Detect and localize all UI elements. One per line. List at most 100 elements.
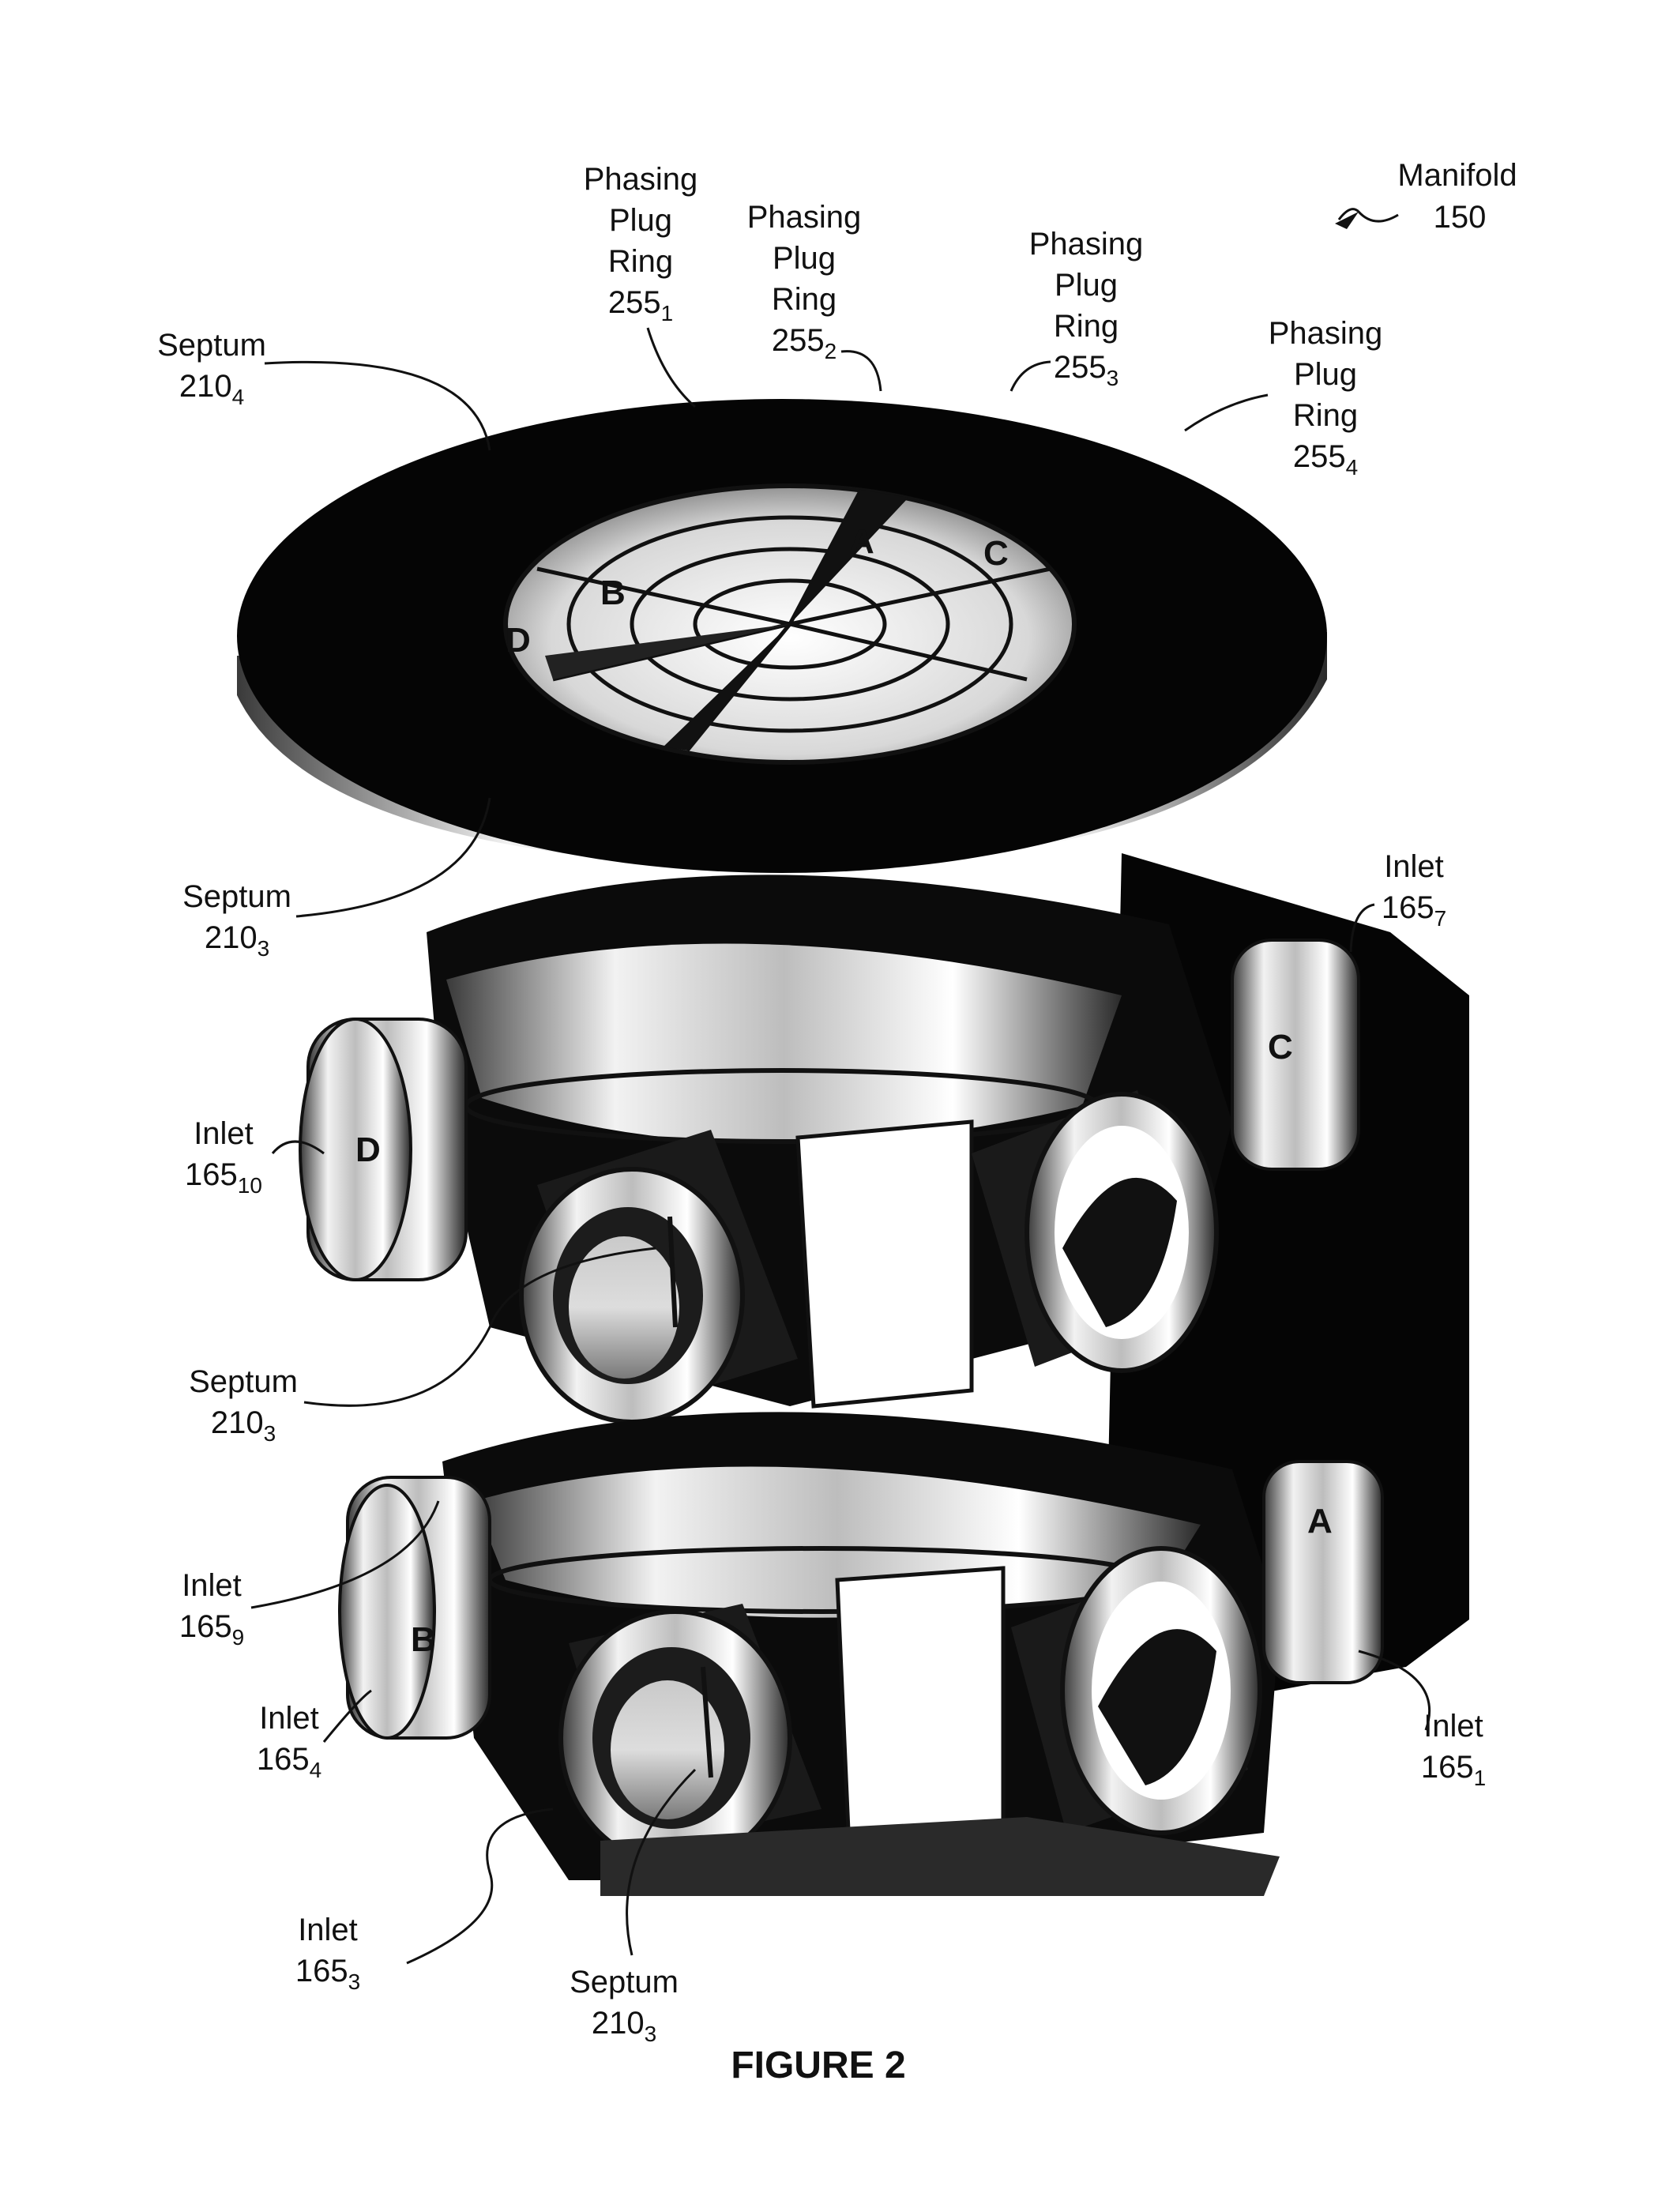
svg-text:Inlet: Inlet [298,1913,358,1947]
svg-text:Septum: Septum [189,1364,298,1399]
phase-letter-a: A [849,522,874,561]
phase-letter-b: B [600,574,626,612]
upper-center-block [795,1119,974,1409]
upper-left-tube [519,1130,798,1424]
svg-text:1659: 1659 [179,1609,244,1650]
svg-text:2554: 2554 [1293,439,1358,480]
lower-left-tube [558,1604,821,1867]
label-septum-3-upper: Septum 2103 [182,879,291,961]
port-c: C [1231,939,1360,1171]
svg-text:Ring: Ring [772,282,837,317]
septum-lower-blade [701,1666,713,1778]
svg-text:Ring: Ring [608,244,673,279]
leader-septum-4 [264,360,491,451]
label-manifold-word: Manifold [1397,158,1517,193]
svg-text:Septum: Septum [570,1965,679,1999]
lower-cone [474,1466,1201,1618]
svg-text:Septum: Septum [182,879,291,914]
svg-text:2103: 2103 [211,1405,276,1446]
callout-labels: Manifold 150 Phasing Plug Ring 2551 Phas… [157,158,1517,2086]
divider-6 [789,622,1028,682]
lower-right-tube [1011,1546,1262,1835]
svg-text:Plug: Plug [1294,357,1357,392]
svg-text:Inlet: Inlet [259,1701,319,1736]
leader-lines [250,208,1431,1965]
dark-sector-1 [790,490,908,624]
svg-text:Phasing: Phasing [1269,316,1383,351]
label-phasing-plug-ring-2: Phasing Plug Ring 2552 [747,200,862,363]
svg-text:2103: 2103 [592,2006,656,2046]
svg-text:Ring: Ring [1054,309,1118,344]
phase-letter-c: C [983,534,1009,573]
port-letter-a: A [1307,1502,1333,1540]
label-phasing-plug-ring-4: Phasing Plug Ring 2554 [1269,316,1383,480]
svg-text:1651: 1651 [1421,1750,1486,1790]
svg-text:2553: 2553 [1054,350,1118,390]
dark-sector-2 [664,624,790,750]
svg-text:2552: 2552 [772,323,837,363]
label-inlet-10: Inlet 16510 [185,1116,262,1198]
port-letter-c: C [1268,1028,1293,1066]
port-b: B [338,1476,491,1740]
label-inlet-9: Inlet 1659 [179,1568,244,1650]
leader-septum-3-bottom [626,1768,697,1956]
svg-text:Septum: Septum [157,328,266,363]
ring-step-3 [693,578,887,670]
svg-text:2104: 2104 [179,369,244,409]
leader-ring-4 [1184,393,1269,432]
upper-cone [446,943,1122,1144]
leader-inlet-1 [1358,1650,1431,1731]
svg-text:1653: 1653 [295,1954,360,1994]
lower-center-block [835,1566,1006,1851]
divider-2 [789,566,1051,626]
ring-step-2 [630,547,950,702]
label-manifold-number: 150 [1434,200,1487,235]
leader-inlet-4 [322,1689,372,1743]
leader-ring-2 [840,350,882,392]
label-septum-4: Septum 2104 [157,328,266,409]
label-inlet-1: Inlet 1651 [1421,1709,1486,1790]
label-inlet-4: Inlet 1654 [257,1701,321,1782]
base-plate [600,1817,1280,1896]
leader-manifold-arrow [1335,212,1359,229]
leader-inlet-3 [406,1808,554,1965]
svg-text:Inlet: Inlet [1423,1709,1483,1744]
figure-caption: FIGURE 2 [731,2045,905,2086]
septum-upper-blade [667,1216,678,1328]
port-a: A [1262,1460,1384,1684]
label-phasing-plug-ring-1: Phasing Plug Ring 2551 [584,162,698,325]
ring-step-1 [566,515,1013,733]
svg-text:Phasing: Phasing [584,162,698,197]
leader-septum-3-top [295,797,491,918]
svg-text:2551: 2551 [608,285,673,325]
leader-ring-3 [1009,360,1051,392]
dark-sector-3 [545,624,790,679]
svg-text:Ring: Ring [1293,398,1358,433]
svg-text:Phasing: Phasing [747,200,862,235]
svg-text:1657: 1657 [1382,890,1446,931]
port-letter-d: D [355,1130,381,1169]
svg-text:Plug: Plug [609,203,672,238]
svg-text:Plug: Plug [773,241,836,276]
phase-letter-d: D [506,621,531,660]
label-phasing-plug-ring-3: Phasing Plug Ring 2553 [1029,227,1144,390]
label-inlet-7: Inlet 1657 [1382,849,1446,931]
svg-text:16510: 16510 [185,1157,262,1198]
port-letter-b: B [411,1620,436,1659]
svg-text:2103: 2103 [205,920,269,961]
divider-1 [536,566,791,626]
phasing-plug-disc: A B C D [237,399,1327,873]
svg-text:Phasing: Phasing [1029,227,1144,261]
port-d: D [299,1018,468,1281]
leader-inlet-9 [250,1500,440,1609]
manifold-illustration: D C B [237,399,1469,1896]
label-septum-3-middle: Septum 2103 [189,1364,298,1446]
label-inlet-3: Inlet 1653 [295,1913,360,1994]
leader-ring-1 [646,327,696,408]
leader-inlet-7 [1349,903,1375,953]
upper-right-tube [972,1090,1219,1373]
svg-text:Inlet: Inlet [182,1568,242,1603]
leader-inlet-10 [271,1140,325,1155]
leader-septum-3-mid [303,1247,656,1407]
